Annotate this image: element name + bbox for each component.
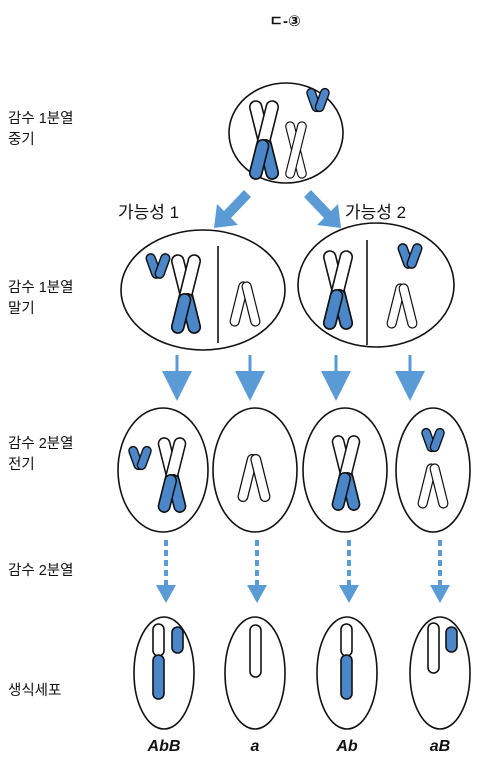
cell-membrane <box>120 229 286 351</box>
gamete-3 <box>316 616 378 730</box>
cell-m2-prophase-1 <box>117 407 209 533</box>
stage-label-m1-metaphase: 감수 1분열 중기 <box>8 110 73 148</box>
genotype-label: Ab <box>335 738 358 755</box>
big-arrow-right <box>304 190 341 228</box>
cell-m2-prophase-2 <box>212 407 298 533</box>
stage-label-line: 전기 <box>8 456 35 473</box>
page-title: ㄷ-③ <box>269 13 301 30</box>
stage-label-line: 말기 <box>8 300 35 317</box>
gamete-2 <box>224 616 286 730</box>
arrows-to-m2 <box>162 355 425 401</box>
cell-m2-prophase-4 <box>395 407 471 533</box>
big-arrow-left <box>214 190 251 228</box>
dotted-arrow <box>339 540 359 603</box>
cell-membrane <box>409 616 471 730</box>
cell-membrane <box>297 222 455 348</box>
cell-m1-telophase-2 <box>297 222 455 348</box>
possibility-2-label: 가능성 2 <box>345 203 406 222</box>
stage-label-gamete: 생식세포 <box>8 682 61 699</box>
stage-label-m2-prophase: 감수 2분열 전기 <box>8 435 73 473</box>
stage-label-line: 감수 1분열 <box>8 279 73 296</box>
dotted-arrow <box>430 540 450 603</box>
dotted-arrow <box>247 540 267 603</box>
dotted-arrows-to-gametes <box>156 540 450 603</box>
gamete-4 <box>409 616 471 730</box>
dotted-arrow <box>156 540 176 603</box>
cell-m2-prophase-3 <box>302 407 388 533</box>
genotype-label: AbB <box>147 738 181 755</box>
stage-label-m1-telophase: 감수 1분열 말기 <box>8 279 73 317</box>
gamete-1 <box>133 616 195 730</box>
cell-m1-telophase-1 <box>120 229 286 351</box>
stage-label-line: 감수 1분열 <box>8 110 73 127</box>
genotype-label: a <box>251 738 260 755</box>
stage-label-m2: 감수 2분열 <box>8 562 73 579</box>
stage-label-line: 중기 <box>8 131 35 148</box>
genotype-label: aB <box>430 738 450 755</box>
possibility-1-label: 가능성 1 <box>118 203 179 222</box>
stage-label-line: 감수 2분열 <box>8 435 73 452</box>
cell-m1-metaphase <box>228 82 344 184</box>
cell-membrane <box>117 407 209 533</box>
